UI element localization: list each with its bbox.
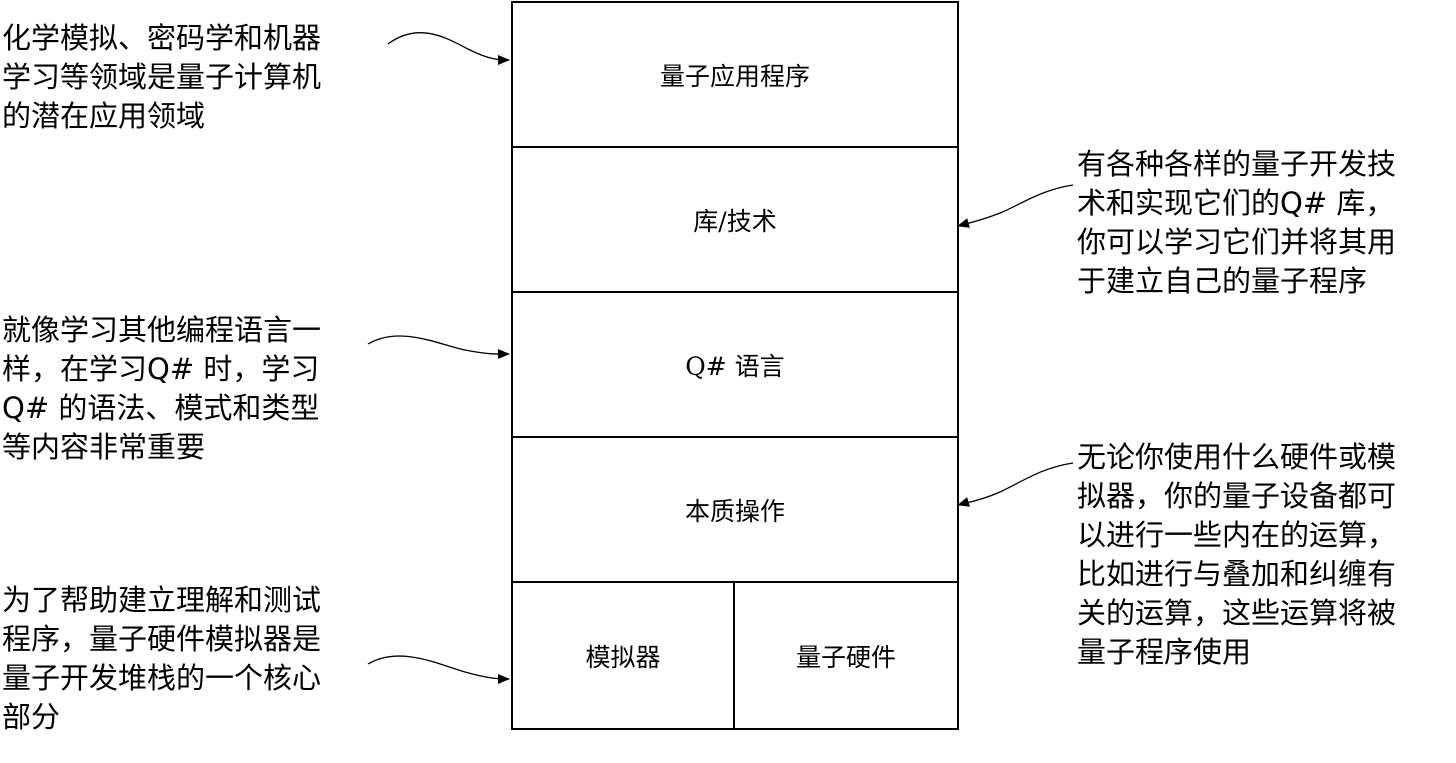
layer-label: Q# 语言 <box>685 351 785 381</box>
simulator-box: 模拟器 <box>513 583 735 728</box>
layer-label: 本质操作 <box>684 496 785 526</box>
layer-label: 库/技术 <box>693 206 777 236</box>
layer-label: 量子应用程序 <box>659 61 810 91</box>
arrow-libraries <box>957 184 1074 228</box>
quantum-hardware-box: 量子硬件 <box>735 583 957 728</box>
layer-label: 量子硬件 <box>795 642 896 672</box>
layer-intrinsic-operations: 本质操作 <box>513 438 957 583</box>
arrow-applications <box>387 32 510 65</box>
note-applications: 化学模拟、密码学和机器 学习等领域是量子计算机 的潜在应用领域 <box>2 21 322 133</box>
note-intrinsics: 无论你使用什么硬件或模 拟器，你的量子设备都可 以进行一些内在的运算， 比如进行… <box>1077 440 1397 669</box>
quantum-stack: 量子应用程序 库/技术 Q# 语言 本质操作 模拟器 量子硬件 <box>511 1 959 730</box>
arrow-intrinsics <box>957 462 1074 507</box>
layer-targets: 模拟器 量子硬件 <box>513 583 957 728</box>
note-simulator: 为了帮助建立理解和测试 程序，量子硬件模拟器是 量子开发堆栈的一个核心 部分 <box>2 583 322 734</box>
layer-libraries: 库/技术 <box>513 148 957 293</box>
layer-qsharp-language: Q# 语言 <box>513 293 957 438</box>
arrow-simulator <box>367 655 510 684</box>
note-language: 就像学习其他编程语言一 样，在学习Q# 时，学习 Q# 的语法、模式和类型 等内… <box>2 313 322 464</box>
layer-label: 模拟器 <box>585 642 661 672</box>
note-libraries: 有各种各样的量子开发技 术和实现它们的Q# 库， 你可以学习它们并将其用 于建立… <box>1077 147 1397 298</box>
arrow-language <box>367 335 510 360</box>
layer-quantum-applications: 量子应用程序 <box>513 3 957 148</box>
